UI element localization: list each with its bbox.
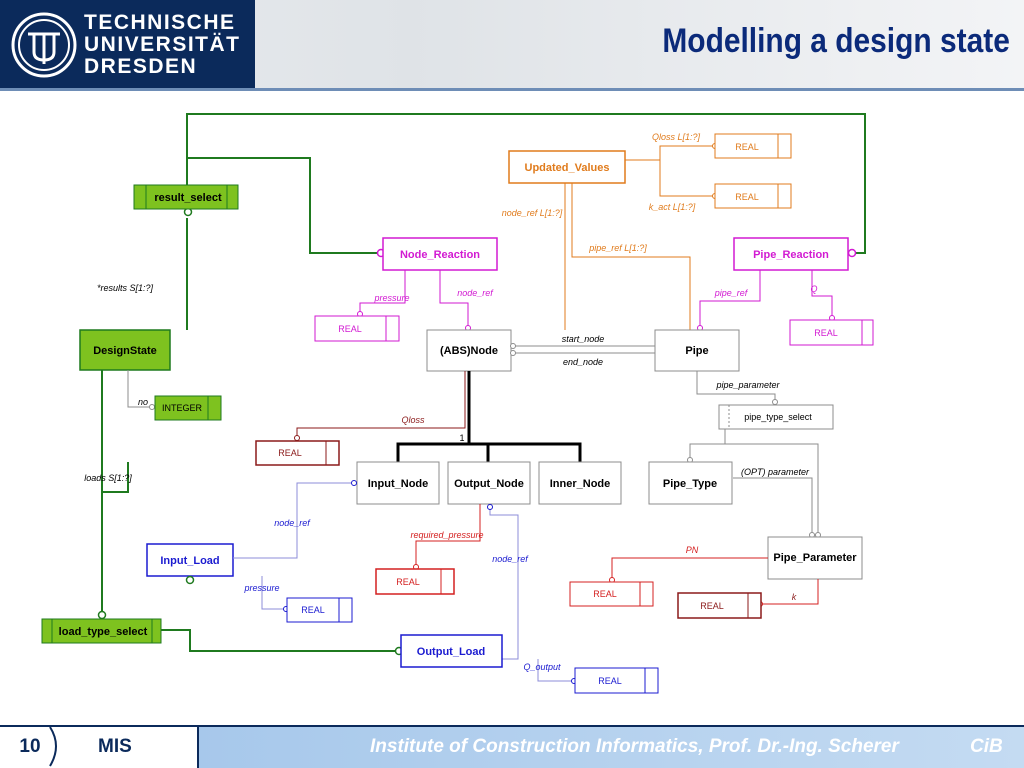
pipe-type-select-box: [718, 404, 834, 430]
design-state-box: [79, 329, 171, 371]
start-node-label: start_node: [562, 334, 605, 344]
node-ref-label-il: node_ref: [274, 518, 311, 528]
result-select-label: result_select: [154, 192, 222, 204]
updated-values-box: [508, 150, 626, 184]
pipe-reaction-label: Pipe_Reaction: [753, 249, 829, 261]
pipe-box: [654, 329, 740, 372]
abs-node-label: (ABS)Node: [440, 345, 498, 357]
real-label-pn: REAL: [593, 589, 617, 599]
pipe-type-box: [648, 461, 733, 505]
pipe-parameter-entity-label: Pipe_Parameter: [773, 552, 857, 564]
real-label-q-output: REAL: [598, 676, 622, 686]
integer-box: [154, 395, 222, 421]
qloss-list-label: Qloss L[1:?]: [652, 132, 701, 142]
output-node-box: [447, 461, 531, 505]
no-label: no: [138, 397, 148, 407]
real-box-q-output: [574, 667, 659, 694]
input-load-box: [146, 543, 234, 577]
footer-left-curve: [49, 726, 199, 768]
results-label: *results S[1:?]: [97, 283, 154, 293]
pipe-reaction-box: [733, 237, 849, 271]
opt-parameter-label: (OPT) parameter: [741, 467, 810, 477]
node-ref-list-label: node_ref L[1:?]: [502, 208, 563, 218]
required-pressure-label: required_pressure: [410, 530, 483, 540]
loads-label: loads S[1:?]: [84, 473, 132, 483]
real-label-k: REAL: [700, 601, 724, 611]
input-node-label: Input_Node: [368, 478, 429, 490]
slide-title: Modelling a design state: [662, 22, 1010, 60]
real-box-qloss-node: [255, 440, 340, 466]
q-output-label: Q_output: [523, 662, 561, 672]
pipe-type-select-label: pipe_type_select: [744, 412, 812, 422]
load-type-circle: [97, 610, 107, 620]
university-logo: TECHNISCHE UNIVERSITÄT DRESDEN: [0, 0, 255, 90]
tu-dresden-emblem-icon: [11, 12, 77, 78]
result-select-circle: [183, 207, 193, 217]
pn-label: PN: [686, 545, 699, 555]
pipe-ref-list-label: pipe_ref L[1:?]: [588, 243, 647, 253]
load-type-select-label: load_type_select: [59, 626, 148, 638]
updated-values-label: Updated_Values: [525, 162, 610, 174]
one-of-label: 1: [459, 433, 464, 443]
real-label-q: REAL: [814, 328, 838, 338]
inner-node-box: [538, 461, 622, 505]
design-state-label: DesignState: [93, 345, 157, 357]
header-divider: [0, 88, 1024, 91]
load-type-select-box: [41, 618, 162, 644]
pipe-label: Pipe: [685, 345, 708, 357]
footer-band: [198, 727, 1024, 768]
course-label: MIS: [98, 736, 132, 757]
real-box-pn: [569, 581, 654, 607]
real-label-pressure-nr: REAL: [338, 324, 362, 334]
k-label: k: [792, 592, 797, 602]
result-select-box: [133, 184, 239, 210]
qloss-label: Qloss: [401, 415, 425, 425]
output-load-label: Output_Load: [417, 646, 485, 658]
real-box-q: [789, 319, 874, 346]
footer-divider: [0, 725, 1024, 727]
output-load-box: [400, 634, 503, 668]
input-load-label: Input_Load: [160, 555, 219, 567]
logo-line-2: UNIVERSITÄT: [84, 33, 241, 56]
end-node-label: end_node: [563, 357, 603, 367]
pipe-parameter-box: [767, 536, 863, 580]
logo-line-1: TECHNISCHE: [84, 11, 236, 34]
output-node-label: Output_Node: [454, 478, 524, 490]
node-ref-label-ol: node_ref: [492, 554, 529, 564]
inner-node-label: Inner_Node: [550, 478, 611, 490]
real-box-pressure-il: [286, 597, 353, 623]
integer-label: INTEGER: [162, 403, 203, 413]
real-box-pressure-nr: [314, 315, 400, 342]
real-label-required-pressure: REAL: [396, 577, 420, 587]
node-reaction-label: Node_Reaction: [400, 249, 480, 261]
node-reaction-box: [382, 237, 498, 271]
logo-line-3: DRESDEN: [84, 55, 198, 78]
green-relations: [101, 113, 866, 652]
abs-node-box: [426, 329, 512, 372]
page-number: 10: [19, 736, 41, 757]
real-label-pressure-il: REAL: [301, 605, 325, 615]
real-box-k: [677, 592, 762, 619]
pipe-parameter-label: pipe_parameter: [715, 380, 780, 390]
institute-text: Institute of Construction Informatics, P…: [370, 736, 899, 757]
pipe-type-label: Pipe_Type: [663, 478, 717, 490]
cib-logo: CiB: [970, 736, 1003, 757]
real-label-kact: REAL: [735, 192, 759, 202]
input-node-box: [356, 461, 440, 505]
real-label-qloss-node: REAL: [278, 448, 302, 458]
real-label-qloss: REAL: [735, 142, 759, 152]
node-ref-label-nr: node_ref: [457, 288, 494, 298]
pressure-label-nr: pressure: [373, 293, 409, 303]
pipe-ref-label-pr: pipe_ref: [714, 288, 749, 298]
k-act-label: k_act L[1:?]: [649, 202, 696, 212]
q-label-pr: Q: [810, 284, 817, 294]
pressure-label-il: pressure: [243, 583, 279, 593]
